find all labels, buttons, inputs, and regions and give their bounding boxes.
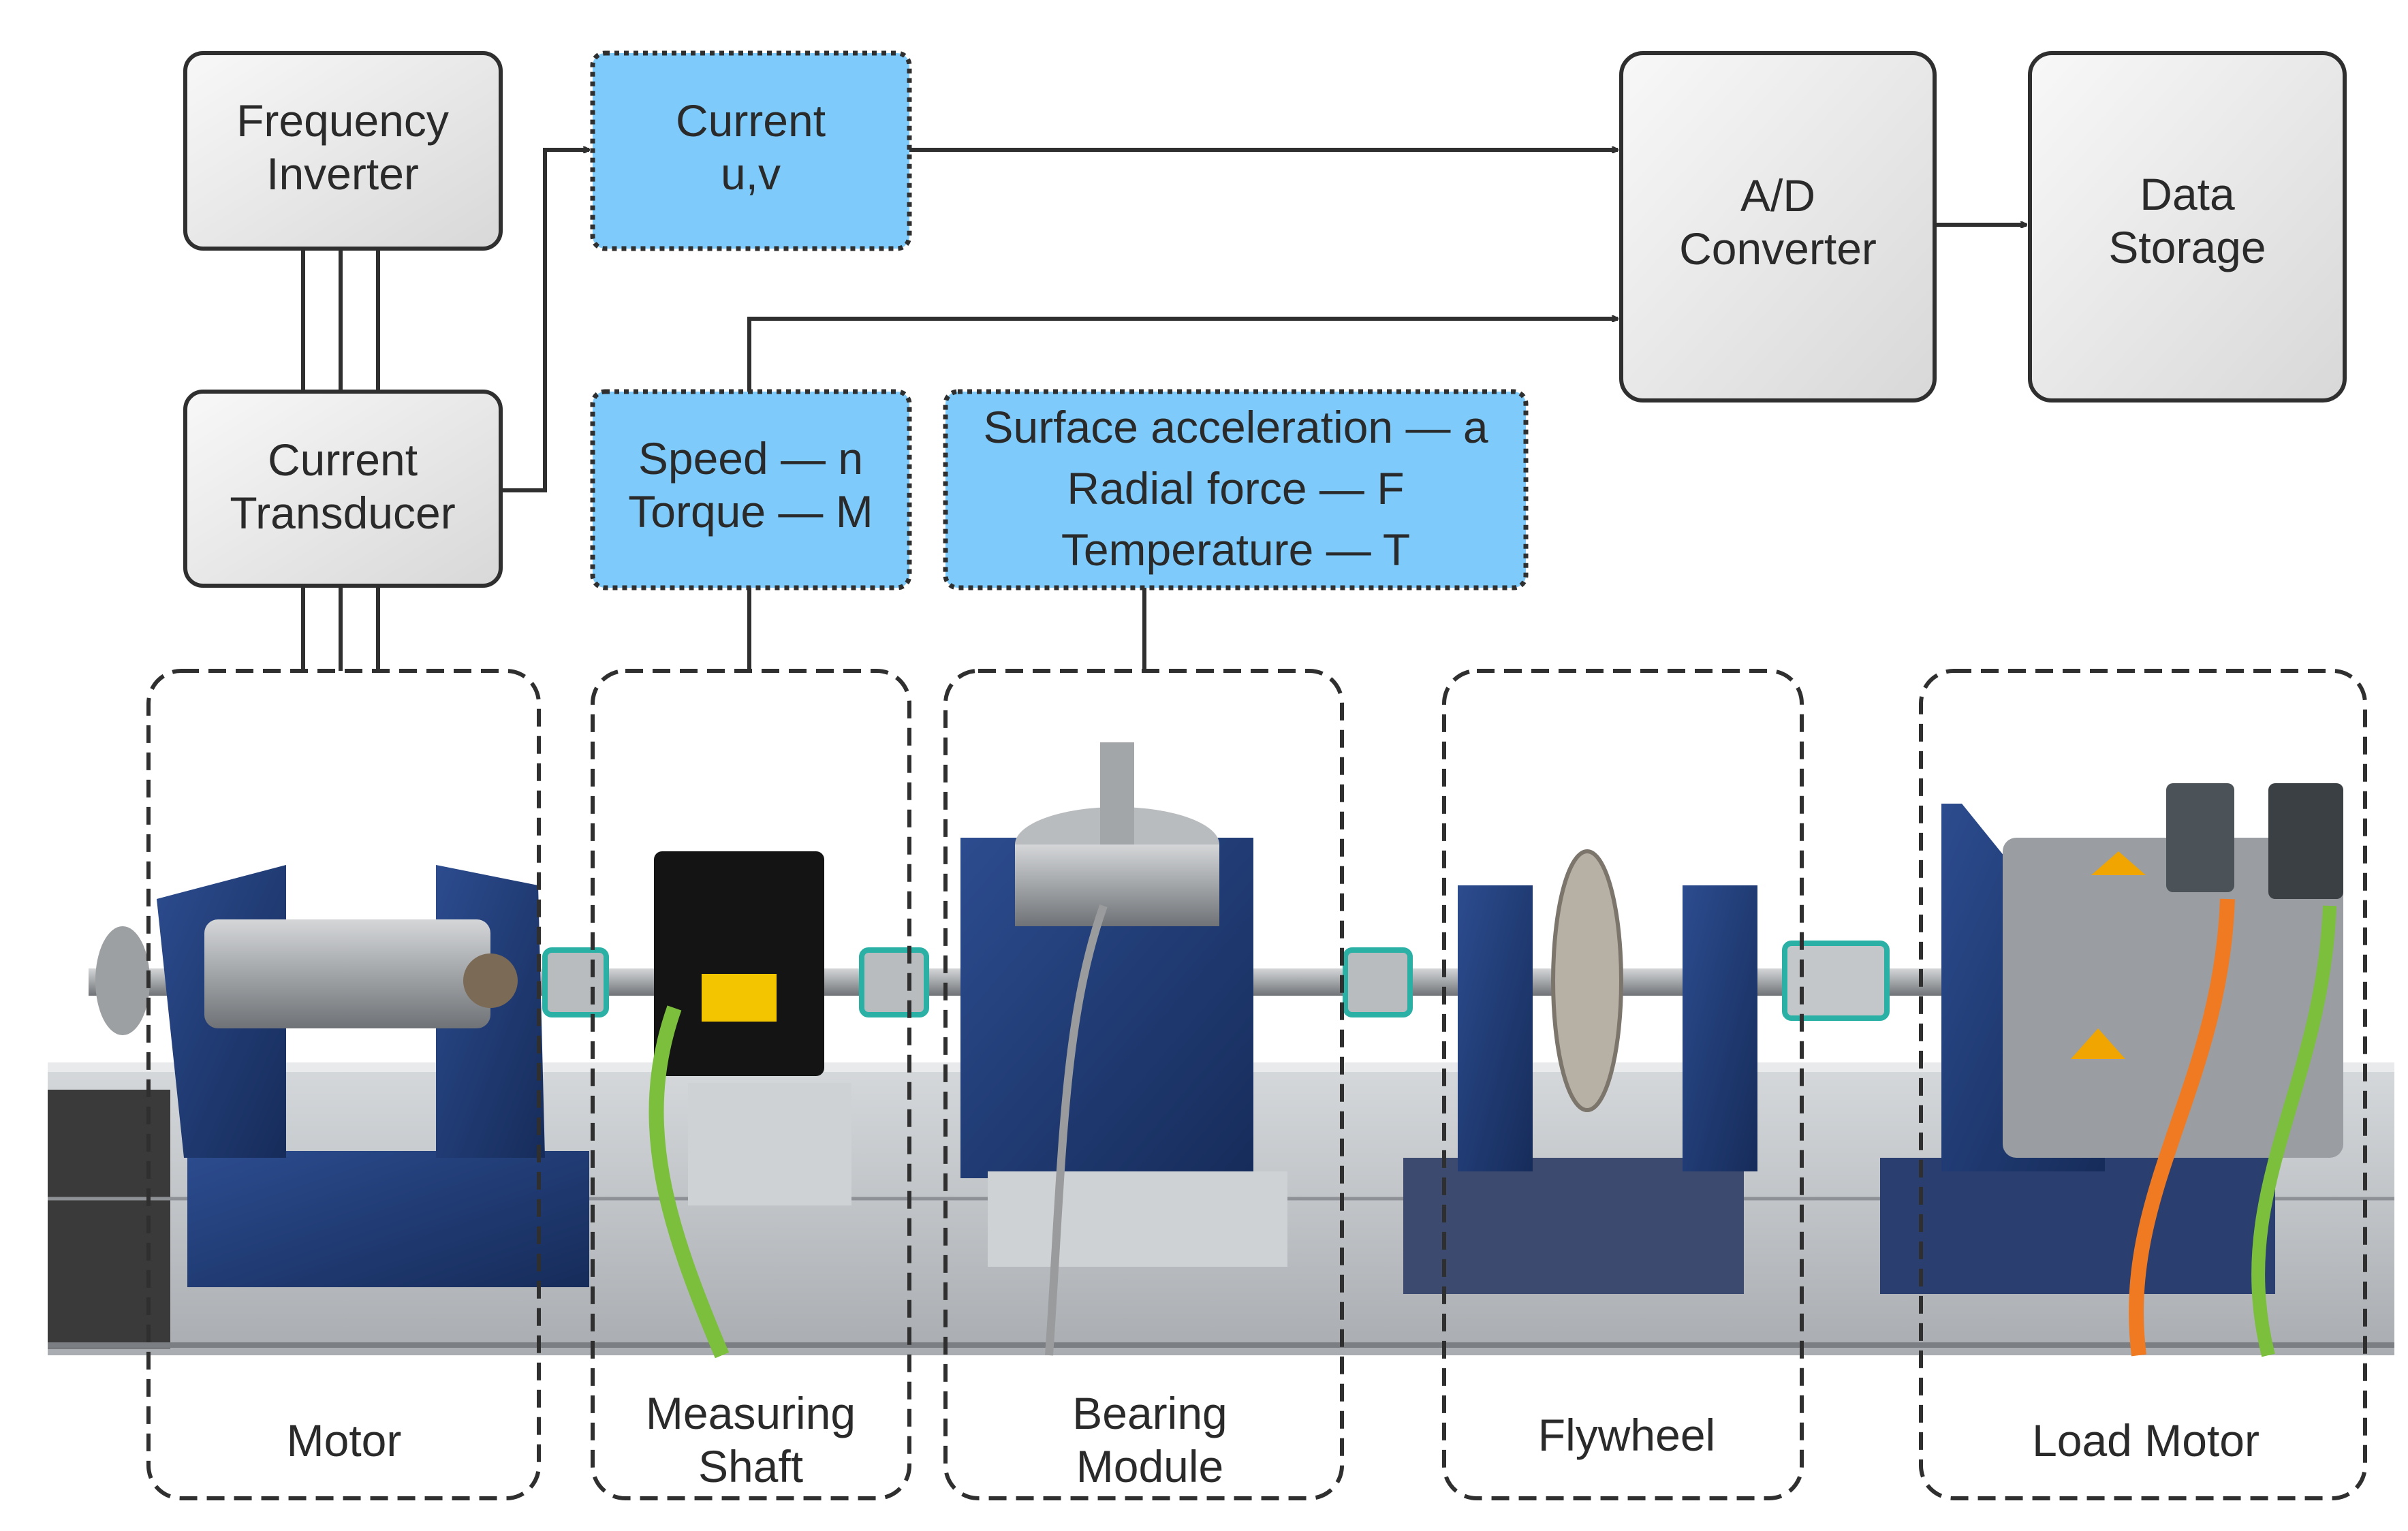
flywheel-disc bbox=[1551, 849, 1623, 1112]
flywheel-unit bbox=[1403, 849, 1757, 1294]
ad-converter-label-line2: Converter bbox=[1679, 223, 1877, 274]
data-storage-label-line1: Data bbox=[2140, 169, 2235, 219]
coupling-2 bbox=[859, 947, 929, 1017]
current-transducer-block: Current Transducer bbox=[183, 390, 503, 588]
ad-converter-label-line1: A/D bbox=[1740, 170, 1815, 221]
current-uv-label-line2: u,v bbox=[721, 148, 781, 199]
load-motor-frame bbox=[1919, 669, 2367, 1500]
flywheel-base bbox=[1403, 1158, 1744, 1294]
ad-converter-box bbox=[1619, 51, 1937, 403]
measuring-shaft-cable bbox=[648, 1005, 730, 1359]
motor-label: Motor bbox=[287, 1415, 402, 1466]
speed-to-ad-arrow bbox=[747, 319, 1618, 392]
load-motor-cable-orange bbox=[2129, 898, 2235, 1357]
speed-torque-box bbox=[590, 389, 912, 590]
load-motor-base bbox=[1880, 1158, 2275, 1294]
coupling-1 bbox=[542, 947, 609, 1017]
load-motor-cable-green bbox=[2251, 905, 2336, 1357]
load-motor-connector-2 bbox=[2268, 783, 2343, 899]
component-labels: Motor Measuring Shaft Bearing Module Fly… bbox=[287, 1388, 2260, 1491]
ad-converter-block: A/D Converter bbox=[1619, 51, 1937, 403]
measuring-shaft-unit bbox=[648, 851, 851, 1359]
measuring-shaft-stand bbox=[688, 1083, 851, 1205]
frequency-inverter-box bbox=[183, 51, 503, 251]
measuring-shaft-frame bbox=[591, 669, 911, 1500]
bearing-signals-box bbox=[943, 389, 1529, 590]
frequency-inverter-label-line1: Frequency bbox=[236, 95, 449, 146]
bearing-module-frame bbox=[943, 669, 1344, 1500]
base-plate-end-block bbox=[48, 1090, 170, 1348]
transducer-to-current-arrow bbox=[501, 150, 589, 492]
load-motor-housing bbox=[2003, 838, 2343, 1158]
bearing-sensor-cable bbox=[1045, 904, 1108, 1356]
test-rig-photo bbox=[48, 722, 2394, 1359]
current-uv-box bbox=[590, 50, 912, 251]
sensor-connector bbox=[1100, 742, 1134, 845]
bearing-module-label-line2: Module bbox=[1076, 1441, 1223, 1491]
current-transducer-box bbox=[183, 390, 503, 588]
motor-bearing-face bbox=[463, 953, 518, 1008]
flywheel-frame bbox=[1442, 669, 1804, 1500]
current-transducer-label-line1: Current bbox=[268, 435, 418, 485]
current-transducer-label-line2: Transducer bbox=[230, 488, 455, 538]
force-sensor bbox=[1015, 845, 1219, 926]
measuring-shaft-label-line2: Shaft bbox=[698, 1441, 803, 1491]
speed-torque-block: Speed — n Torque — M bbox=[590, 389, 912, 590]
measuring-shaft-label-line1: Measuring bbox=[646, 1388, 856, 1438]
surface-acceleration-label: Surface acceleration — a bbox=[983, 402, 1488, 452]
temperature-label: Temperature — T bbox=[1061, 524, 1410, 575]
measuring-shaft-housing bbox=[654, 851, 824, 1076]
motor-frame bbox=[146, 669, 541, 1500]
radial-force-label: Radial force — F bbox=[1067, 463, 1404, 514]
motor-unit bbox=[95, 865, 589, 1287]
motor-end-cap bbox=[95, 926, 150, 1035]
current-uv-block: Current u,v bbox=[590, 50, 912, 251]
data-storage-label-line2: Storage bbox=[2108, 222, 2266, 272]
torque-label: Torque — M bbox=[628, 486, 873, 537]
data-storage-box bbox=[2028, 51, 2347, 403]
component-frames bbox=[146, 669, 2367, 1500]
coupling-3 bbox=[1343, 947, 1413, 1017]
measuring-shaft-label bbox=[702, 974, 777, 1022]
bearing-module-base bbox=[988, 1171, 1287, 1267]
bearing-module-unit bbox=[960, 742, 1287, 1356]
bearing-signals-block: Surface acceleration — a Radial force — … bbox=[943, 389, 1529, 590]
flywheel-bearing-left bbox=[1458, 885, 1533, 1171]
flywheel-label: Flywheel bbox=[1538, 1410, 1715, 1460]
frequency-inverter-label-line2: Inverter bbox=[266, 148, 419, 199]
frequency-inverter-block: Frequency Inverter bbox=[183, 51, 503, 251]
coupling-4 bbox=[1782, 941, 1890, 1021]
data-storage-block: Data Storage bbox=[2028, 51, 2347, 403]
motor-base bbox=[187, 1151, 589, 1287]
current-uv-label-line1: Current bbox=[676, 95, 826, 146]
flywheel-bearing-right bbox=[1683, 885, 1757, 1171]
motor-cylinder bbox=[204, 919, 490, 1028]
load-motor-unit bbox=[1880, 783, 2343, 1357]
load-motor-connector-1 bbox=[2166, 783, 2234, 892]
speed-label: Speed — n bbox=[638, 433, 863, 484]
bearing-module-label-line1: Bearing bbox=[1072, 1388, 1228, 1438]
connections bbox=[301, 150, 2027, 671]
load-motor-label: Load Motor bbox=[2032, 1415, 2260, 1466]
warning-sign-1 bbox=[2091, 851, 2146, 875]
warning-sign-2 bbox=[2071, 1028, 2125, 1059]
